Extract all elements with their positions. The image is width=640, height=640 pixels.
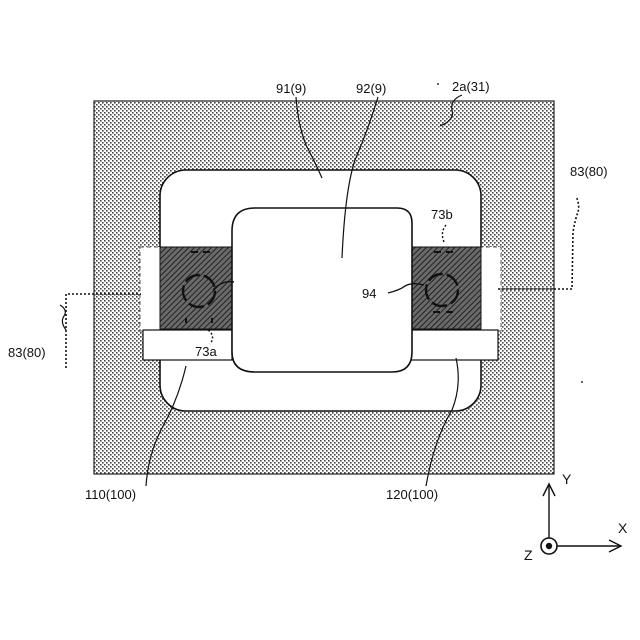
- stray-dot: [581, 381, 583, 383]
- label-83-left: 83(80): [8, 345, 46, 360]
- label-120: 120(100): [386, 487, 438, 502]
- label-73b: 73b: [431, 207, 453, 222]
- right-lead-box: [410, 330, 498, 360]
- label-94: 94: [362, 286, 376, 301]
- axis-label-y: Y: [562, 471, 572, 487]
- left-lead-box: [143, 330, 232, 360]
- coordinate-axes: [541, 484, 621, 554]
- inner-frame-92: [232, 208, 412, 372]
- leader-83-left-squiggle: [60, 305, 66, 330]
- axis-label-x: X: [618, 520, 628, 536]
- left-hatched-block: [160, 247, 232, 329]
- label-2a: 2a(31): [452, 79, 490, 94]
- label-73a: 73a: [195, 344, 217, 359]
- right-hatched-block: [410, 247, 481, 329]
- label-92: 92(9): [356, 81, 386, 96]
- stray-dot: [437, 83, 439, 85]
- label-110: 110(100): [85, 487, 136, 502]
- label-83-right: 83(80): [570, 164, 608, 179]
- label-91: 91(9): [276, 81, 306, 96]
- axis-label-z: Z: [524, 547, 533, 563]
